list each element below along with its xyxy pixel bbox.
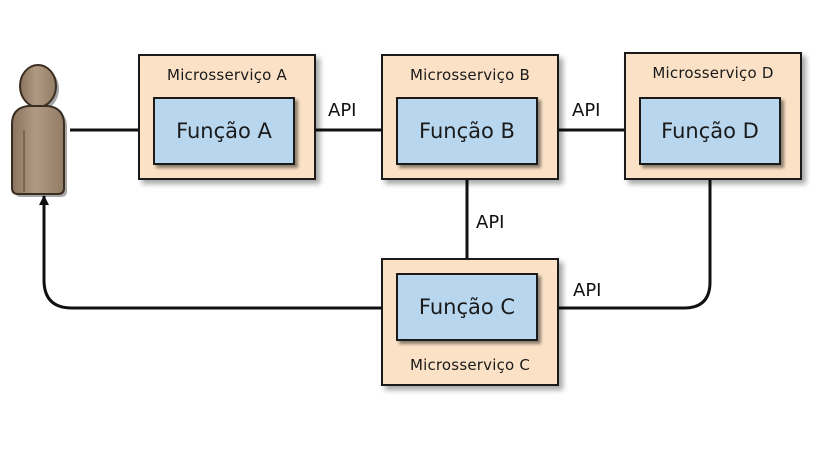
edge-label-d-to-c: API xyxy=(573,280,602,301)
edge-label-b-to-c: API xyxy=(476,212,505,233)
edge-label-a-to-b: API xyxy=(328,100,357,121)
function-d-box[interactable]: Função D xyxy=(639,97,781,165)
function-a-box[interactable]: Função A xyxy=(153,97,295,165)
function-b-label: Função B xyxy=(419,119,515,143)
microservice-d[interactable]: Microsserviço D Função D xyxy=(624,52,802,180)
function-b-box[interactable]: Função B xyxy=(396,97,538,165)
microservice-d-label: Microsserviço D xyxy=(652,64,774,82)
microservice-b-label: Microsserviço B xyxy=(410,66,530,84)
microservice-c-label: Microsserviço C xyxy=(409,356,531,374)
microservice-b[interactable]: Microsserviço B Função B xyxy=(381,54,559,180)
edge-d-to-c xyxy=(539,165,712,313)
function-c-label: Função C xyxy=(418,295,516,319)
microservice-c[interactable]: Função C Microsserviço C xyxy=(381,258,559,386)
function-a-label: Função A xyxy=(176,119,272,143)
edge-c-to-user xyxy=(39,195,396,310)
microservice-a-label: Microsserviço A xyxy=(167,66,287,84)
edge-label-b-to-d: API xyxy=(572,100,601,121)
function-c-box[interactable]: Função C xyxy=(396,273,538,341)
microservice-a[interactable]: Microsserviço A Função A xyxy=(138,54,316,180)
function-d-label: Função D xyxy=(661,119,759,143)
user-silhouette-icon xyxy=(11,64,67,197)
